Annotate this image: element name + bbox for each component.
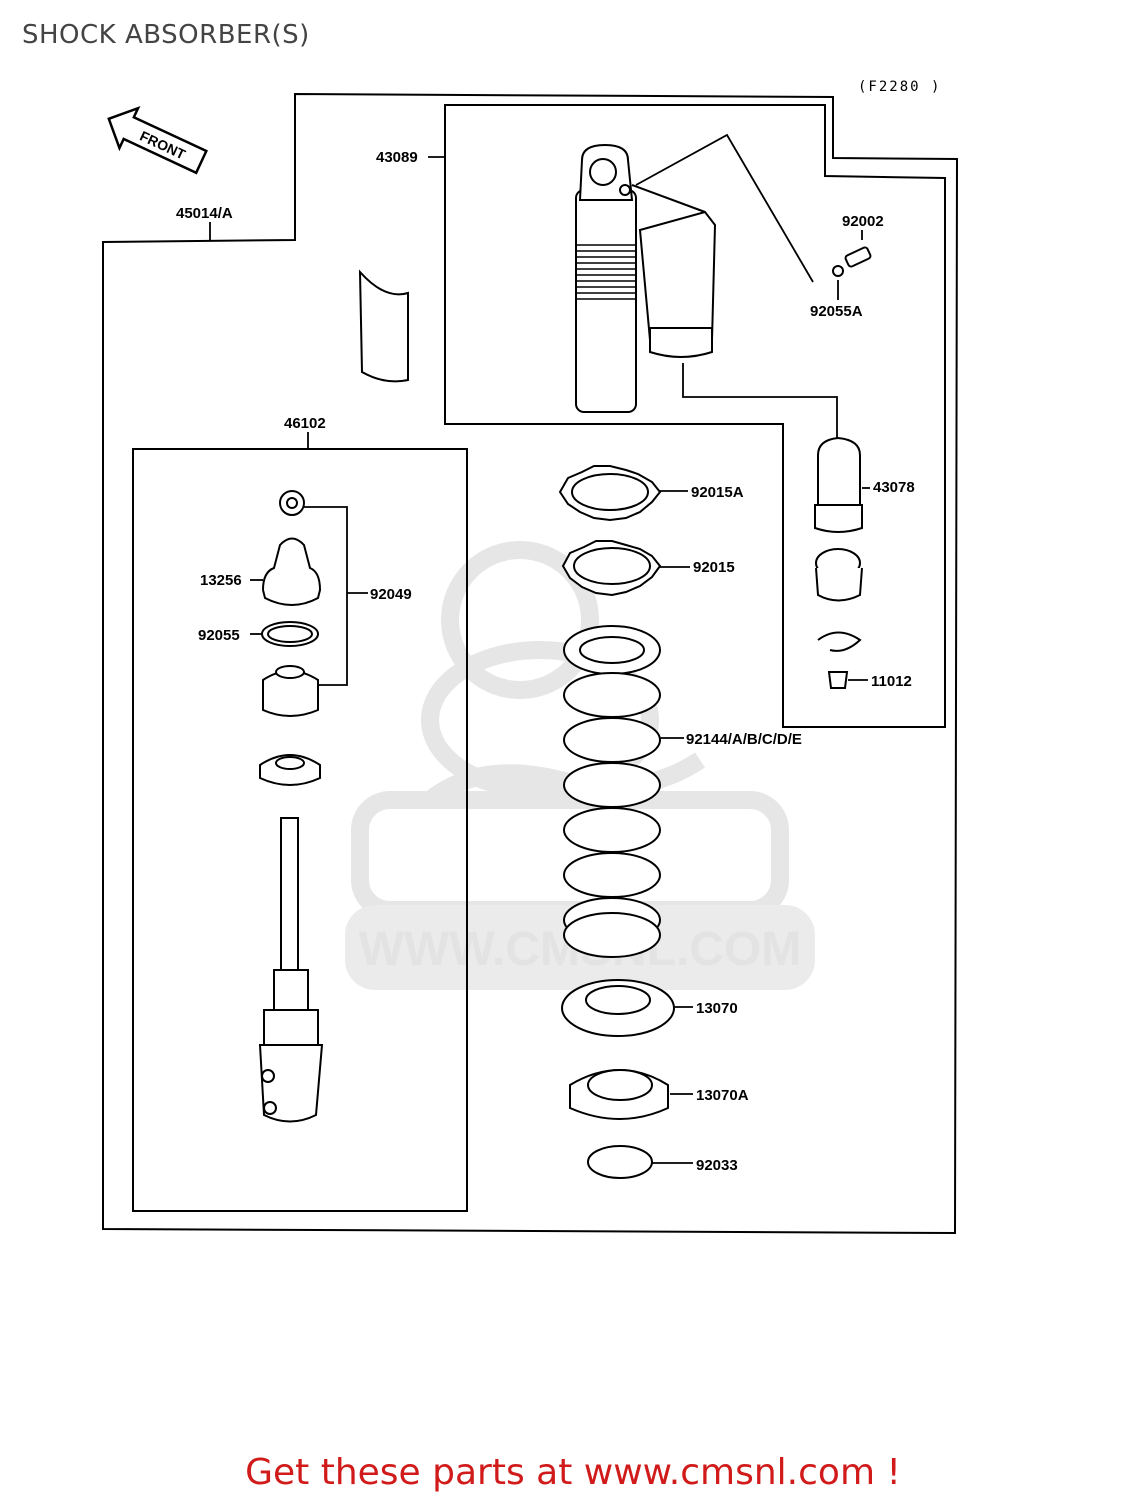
label-46102: 46102 — [284, 415, 326, 432]
footer-link-banner[interactable]: Get these parts at www.cmsnl.com ! — [0, 1452, 1146, 1493]
rod-box — [132, 448, 468, 1212]
label-92055a: 92055A — [810, 303, 863, 320]
label-13256: 13256 — [200, 572, 242, 589]
label-92015a: 92015A — [691, 484, 744, 501]
cmsnl-link[interactable]: Get these parts at www.cmsnl.com ! — [245, 1452, 901, 1493]
shock-body-43089 — [575, 143, 717, 413]
spring-hardware — [558, 465, 662, 597]
label-92049: 92049 — [370, 586, 412, 603]
label-92144: 92144/A/B/C/D/E — [686, 731, 802, 748]
label-43089: 43089 — [376, 149, 418, 166]
label-13070a: 13070A — [696, 1087, 749, 1104]
parts-diagram: WWW.CMSNL.COM (F2280 ) FRONT — [102, 79, 959, 1235]
label-92002: 92002 — [842, 213, 884, 230]
front-arrow: FRONT — [107, 105, 208, 175]
bolt-92002 — [832, 246, 872, 277]
bump-rubber-43078 — [814, 436, 863, 689]
drawing-code: (F2280 ) — [858, 79, 941, 95]
label-45014: 45014/A — [176, 205, 233, 222]
label-43078: 43078 — [873, 479, 915, 496]
label-92033: 92033 — [696, 1157, 738, 1174]
label-11012: 11012 — [871, 673, 912, 690]
lower-seats — [561, 979, 675, 1179]
label-92055: 92055 — [198, 627, 240, 644]
label-13070: 13070 — [696, 1000, 738, 1017]
outer-outline — [102, 92, 959, 1235]
coil-spring-92144 — [563, 625, 661, 958]
label-92015: 92015 — [693, 559, 735, 576]
body-outline — [444, 104, 946, 728]
page-title: SHOCK ABSORBER(S) — [22, 20, 310, 50]
rod-assembly-46102 — [258, 490, 324, 1123]
shield-sleeve — [358, 269, 409, 383]
